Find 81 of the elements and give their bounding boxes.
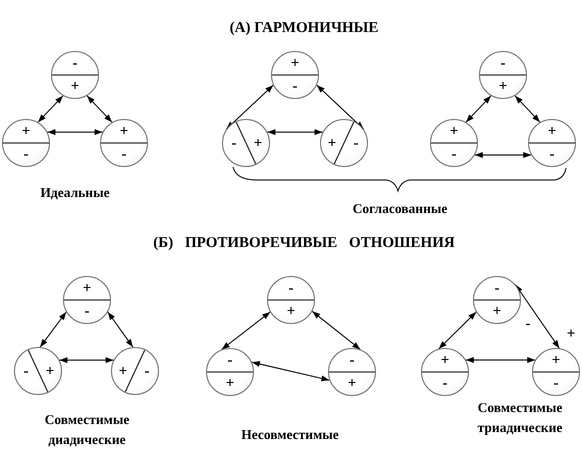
sign-label: + bbox=[22, 124, 30, 140]
circle-node bbox=[51, 51, 99, 99]
sign-label: - bbox=[550, 148, 554, 162]
sign-label: + bbox=[328, 136, 336, 152]
sign-label: - bbox=[292, 80, 298, 94]
sign-label: - bbox=[452, 148, 456, 162]
arrow bbox=[221, 312, 271, 350]
sign-label: + bbox=[118, 364, 128, 380]
sign-label: - bbox=[554, 376, 558, 392]
circle-node bbox=[532, 348, 580, 396]
circle-node bbox=[328, 348, 376, 396]
circle-node bbox=[2, 119, 50, 167]
arrow bbox=[266, 129, 324, 136]
sign-label: - bbox=[500, 56, 506, 72]
sign-label: + bbox=[548, 124, 556, 140]
circle-node bbox=[271, 51, 319, 99]
sign-label: - bbox=[350, 354, 354, 368]
sign-label: - bbox=[144, 364, 150, 380]
sign-label: - bbox=[232, 136, 236, 152]
arrow bbox=[316, 84, 364, 130]
sign-label: + bbox=[498, 80, 508, 94]
arrow bbox=[465, 357, 536, 363]
sign-label: - bbox=[24, 364, 28, 380]
group-caption: Совместимые диадические bbox=[44, 411, 130, 449]
arrow bbox=[514, 284, 560, 349]
sign-label: - bbox=[354, 136, 358, 152]
circle-node bbox=[100, 119, 148, 167]
sign-label: - bbox=[494, 282, 500, 296]
arrow bbox=[474, 152, 532, 158]
sign-label: + bbox=[226, 376, 234, 392]
sign-label: - bbox=[72, 56, 78, 72]
arrow bbox=[86, 95, 112, 123]
sign-label: + bbox=[440, 354, 450, 368]
sign-label: - bbox=[442, 376, 448, 392]
sign-label: + bbox=[290, 56, 300, 72]
arrow bbox=[514, 95, 540, 123]
sign-label: + bbox=[46, 364, 54, 380]
circle-node bbox=[267, 276, 315, 324]
group-caption: Идеальные bbox=[40, 184, 110, 202]
arrow bbox=[58, 357, 114, 364]
circle-node bbox=[473, 276, 521, 324]
section-heading: (Б) ПРОТИВОРЕЧИВЫЕ ОТНОШЕНИЯ bbox=[153, 235, 455, 251]
arrow bbox=[438, 312, 477, 350]
sign-label: - bbox=[288, 282, 294, 296]
sign-label: - bbox=[228, 354, 232, 368]
circle-node bbox=[320, 119, 368, 167]
sign-label: + bbox=[254, 136, 262, 152]
arrow bbox=[46, 129, 104, 136]
sign-label: + bbox=[552, 354, 560, 368]
circle-node bbox=[14, 347, 62, 395]
arrow bbox=[40, 312, 67, 348]
circle-node bbox=[421, 348, 469, 396]
sign-label: + bbox=[566, 326, 576, 342]
circle-node bbox=[222, 119, 270, 167]
circle-node bbox=[206, 348, 254, 396]
group-caption: Несовместимые bbox=[241, 426, 339, 444]
circle-node bbox=[430, 119, 478, 167]
circle-node bbox=[63, 276, 111, 324]
sign-label: - bbox=[24, 148, 28, 162]
circle-node bbox=[479, 51, 527, 99]
sign-label: + bbox=[120, 124, 128, 140]
sign-label: + bbox=[492, 304, 502, 320]
group-caption: Согласованные bbox=[352, 200, 448, 218]
arrow bbox=[251, 361, 330, 382]
group-caption: Совместимые триадические bbox=[476, 399, 564, 437]
arrow bbox=[226, 84, 274, 130]
section-heading: (А) ГАРМОНИЧНЫЕ bbox=[230, 20, 378, 36]
arrow bbox=[466, 95, 492, 123]
sign-label: + bbox=[348, 376, 356, 392]
circle-node bbox=[111, 347, 159, 395]
sign-label: - bbox=[122, 148, 126, 162]
sign-label: + bbox=[82, 282, 92, 296]
sign-label: + bbox=[70, 80, 80, 94]
arrow bbox=[312, 310, 361, 350]
sign-label: - bbox=[526, 316, 530, 332]
arrow bbox=[38, 95, 64, 123]
sign-label: + bbox=[286, 304, 296, 320]
circle-node bbox=[528, 119, 576, 167]
sign-label: - bbox=[84, 304, 90, 320]
arrow bbox=[107, 312, 134, 348]
sign-label: + bbox=[450, 124, 458, 140]
